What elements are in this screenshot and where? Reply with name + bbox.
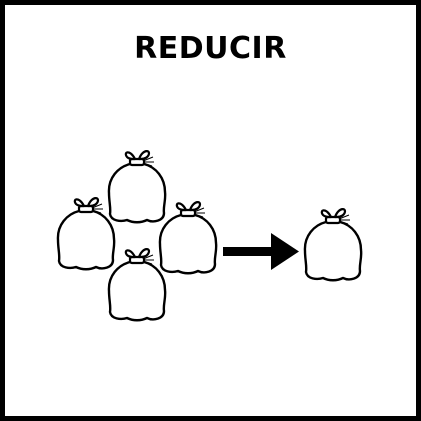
after-group	[303, 207, 363, 282]
trash-bag-icon	[303, 207, 363, 282]
trash-bag-icon	[158, 200, 218, 275]
trash-bag-icon	[56, 196, 116, 271]
trash-bag-icon	[107, 149, 167, 224]
trash-bag-icon	[107, 247, 167, 322]
right-arrow-icon	[223, 233, 299, 270]
pictogram-title: REDUCIR	[134, 31, 287, 66]
pictogram-scene	[56, 149, 363, 322]
before-group	[56, 149, 218, 322]
